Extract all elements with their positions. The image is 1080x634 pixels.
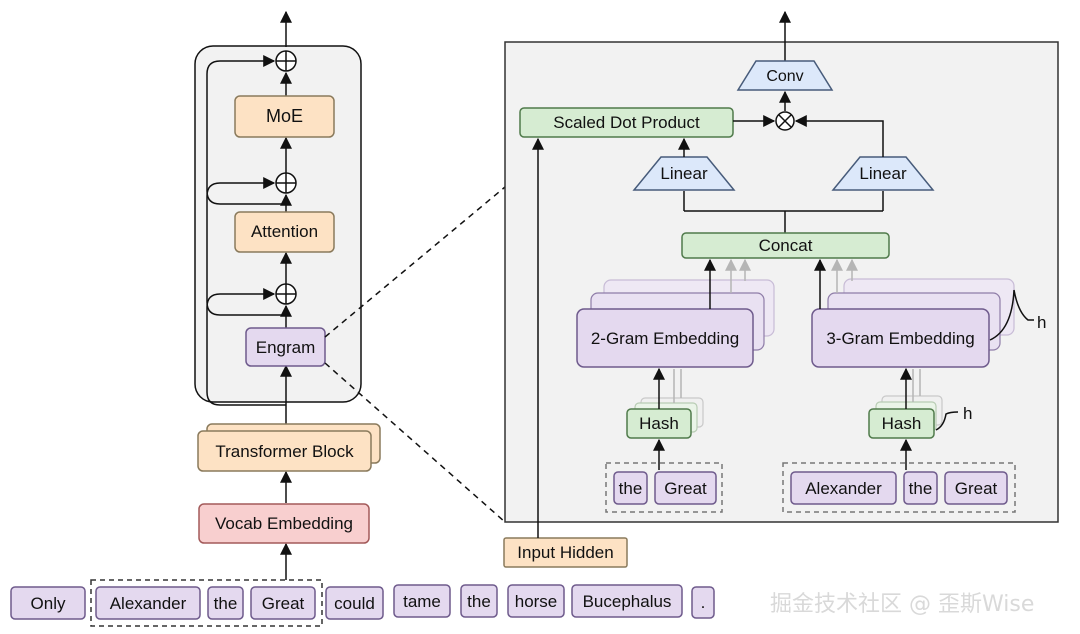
- concat-label: Concat: [759, 236, 813, 255]
- concat-block: [681, 232, 890, 259]
- bigram-token: Great: [654, 471, 717, 505]
- hash-heads-brace: [935, 411, 959, 431]
- vocab-embedding-label: Vocab Embedding: [215, 514, 353, 533]
- three-gram-label: 3-Gram Embedding: [826, 329, 974, 348]
- scaled-dot-product-label: Scaled Dot Product: [553, 113, 700, 132]
- svg-text:the: the: [214, 594, 238, 613]
- residual-add-icon: [275, 50, 297, 72]
- two-gram-label: 2-Gram Embedding: [591, 329, 739, 348]
- token: Bucephalus: [571, 584, 683, 618]
- transformer-block-label: Transformer Block: [215, 442, 354, 461]
- input-hidden-label: Input Hidden: [517, 543, 613, 562]
- h-label-top: h: [1037, 313, 1046, 332]
- residual-add-icon: [275, 172, 297, 194]
- vocab-embedding-block: [198, 503, 370, 544]
- svg-text:Only: Only: [31, 594, 66, 613]
- conv-label: Conv: [766, 68, 803, 85]
- moe-label: MoE: [266, 106, 303, 126]
- linear-right-label: Linear: [859, 164, 907, 183]
- svg-text:Alexander: Alexander: [805, 479, 882, 498]
- bigram-token-group: [605, 462, 723, 513]
- residual-add-icon: [275, 283, 297, 305]
- token: could: [325, 586, 384, 620]
- linear-left-label: Linear: [660, 164, 708, 183]
- svg-text:Great: Great: [664, 479, 707, 498]
- token: the: [207, 586, 244, 620]
- svg-text:tame: tame: [403, 592, 441, 611]
- trigram-token: the: [903, 471, 938, 505]
- hash-right-label: Hash: [882, 414, 922, 433]
- svg-text:the: the: [467, 592, 491, 611]
- moe-block: [234, 95, 335, 138]
- watermark: 掘金技术社区 @ 歪斯Wise: [770, 592, 1035, 617]
- heads-brace: [989, 289, 1034, 341]
- scaled-dot-product-block: [519, 107, 734, 138]
- svg-text:horse: horse: [515, 592, 558, 611]
- engram-block: [245, 327, 326, 367]
- svg-text:Great: Great: [262, 594, 305, 613]
- zoom-line: [324, 362, 506, 523]
- hash-left-label: Hash: [639, 414, 679, 433]
- svg-text:Bucephalus: Bucephalus: [583, 592, 672, 611]
- bigram-token: the: [613, 471, 648, 505]
- token: Only: [10, 586, 86, 620]
- trigram-token-group: [782, 462, 1016, 513]
- trigram-token: Alexander: [790, 471, 897, 505]
- linear-block-right: [831, 156, 935, 191]
- token: the: [460, 584, 498, 618]
- token: tame: [393, 584, 451, 618]
- token: Alexander: [95, 586, 201, 620]
- h-label-bottom: h: [963, 404, 972, 423]
- transformer-block: [197, 430, 372, 472]
- trigram-token: Great: [944, 471, 1008, 505]
- token: Great: [250, 586, 316, 620]
- input-hidden-block: [503, 537, 628, 568]
- three-gram-embedding-block: [811, 308, 990, 368]
- token: horse: [507, 584, 565, 618]
- two-gram-embedding-block: [576, 308, 754, 368]
- svg-text:the: the: [909, 479, 933, 498]
- conv-block: [736, 60, 834, 91]
- token-group-outline: [90, 579, 323, 627]
- svg-text:Great: Great: [955, 479, 998, 498]
- svg-text:could: could: [334, 594, 375, 613]
- attention-block: [234, 211, 335, 253]
- hash-block-right: [868, 408, 935, 439]
- multiply-icon: [775, 111, 795, 131]
- linear-block-left: [632, 156, 736, 191]
- svg-text:the: the: [619, 479, 643, 498]
- svg-text:.: .: [701, 593, 706, 612]
- engram-label: Engram: [256, 338, 316, 357]
- svg-text:Alexander: Alexander: [110, 594, 187, 613]
- token: .: [691, 586, 715, 619]
- attention-label: Attention: [251, 222, 318, 241]
